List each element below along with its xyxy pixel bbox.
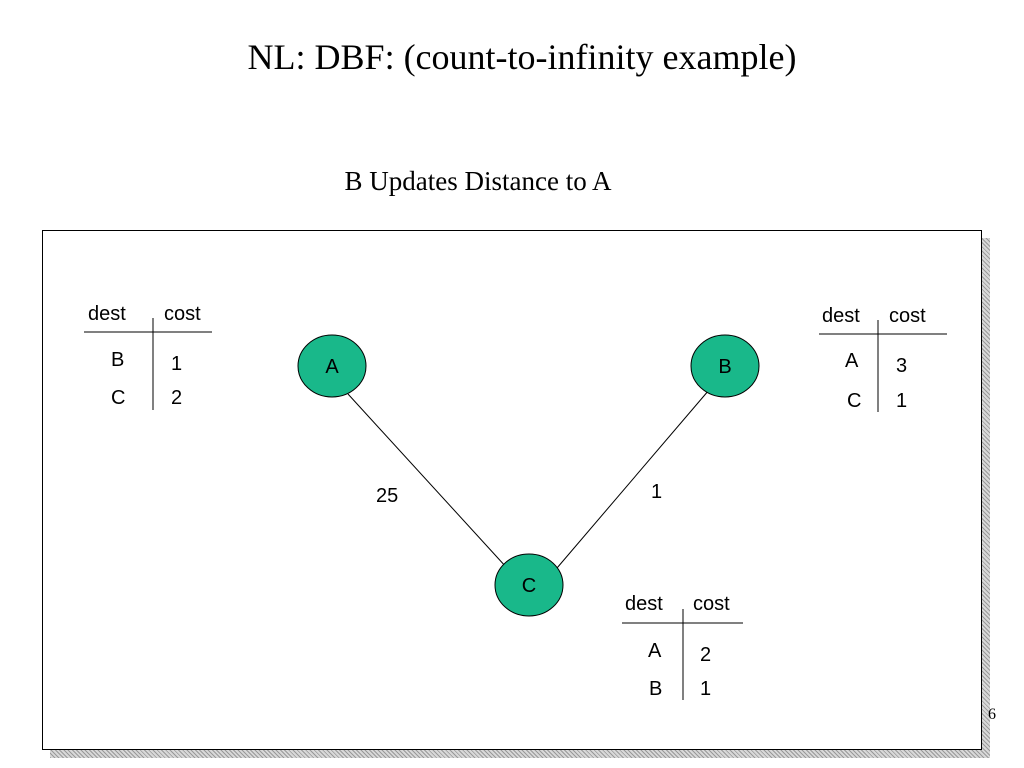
table-c-cost-1: 2 (700, 644, 711, 666)
routing-table-a: dest cost B 1 C 2 (84, 303, 212, 410)
node-a-circle (297, 334, 367, 398)
table-b-dest-1: A (845, 350, 859, 372)
table-c-cost-2: 1 (700, 678, 711, 700)
table-b-header-cost: cost (889, 305, 926, 327)
node-a: A (297, 334, 367, 398)
table-b-cost-1: 3 (896, 355, 907, 377)
edge-b-c-cost: 1 (651, 481, 662, 503)
routing-table-b: dest cost A 3 C 1 (819, 305, 947, 412)
edge-a-c (347, 393, 508, 569)
table-a-cost-2: 2 (171, 387, 182, 409)
node-c-circle (494, 553, 564, 617)
node-c-label: C (522, 575, 536, 597)
slide-title: NL: DBF: (count-to-infinity example) (247, 37, 797, 77)
node-b: B (690, 334, 760, 398)
table-c-dest-1: A (648, 640, 662, 662)
routing-table-c: dest cost A 2 B 1 (622, 593, 743, 700)
slide-number: 6 (988, 706, 996, 723)
table-a-dest-1: B (111, 349, 124, 371)
slide-subtitle: B Updates Distance to A (344, 166, 612, 196)
table-a-cost-1: 1 (171, 353, 182, 375)
table-a-dest-2: C (111, 387, 125, 409)
table-c-header-dest: dest (625, 593, 663, 615)
table-b-cost-2: 1 (896, 390, 907, 412)
table-c-dest-2: B (649, 678, 662, 700)
diagram-frame (42, 230, 982, 750)
edge-a-c-cost: 25 (376, 485, 398, 507)
node-c: C (494, 553, 564, 617)
table-c-header-cost: cost (693, 593, 730, 615)
table-a-header-cost: cost (164, 303, 201, 325)
edge-b-c (556, 389, 710, 569)
node-b-circle (690, 334, 760, 398)
node-a-label: A (325, 356, 339, 378)
table-a-header-dest: dest (88, 303, 126, 325)
table-b-header-dest: dest (822, 305, 860, 327)
table-b-dest-2: C (847, 390, 861, 412)
node-b-label: B (718, 356, 731, 378)
